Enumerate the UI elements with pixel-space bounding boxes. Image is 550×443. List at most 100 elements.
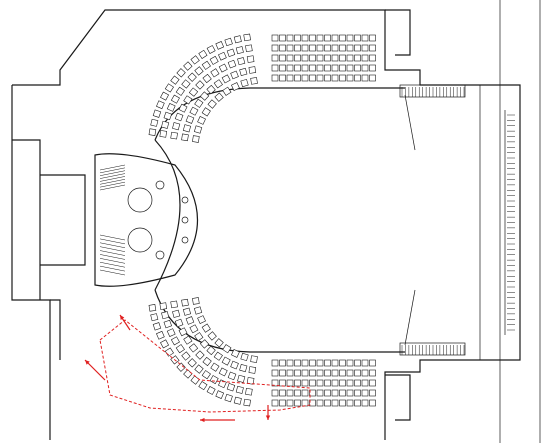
seat	[301, 399, 309, 407]
seat	[316, 389, 324, 397]
seat	[233, 35, 242, 44]
seat	[286, 369, 294, 377]
seat	[361, 369, 369, 377]
seat	[188, 343, 199, 353]
seat	[245, 387, 253, 396]
seat	[172, 122, 181, 131]
stairs	[99, 87, 515, 355]
seat	[214, 92, 224, 102]
seat	[324, 359, 331, 367]
seat	[354, 34, 361, 42]
seat	[193, 125, 203, 134]
seat	[188, 87, 199, 97]
seat	[316, 34, 324, 42]
seat	[250, 355, 258, 363]
seat	[197, 315, 206, 324]
seat	[271, 399, 279, 407]
seat	[286, 359, 294, 367]
seat	[239, 67, 248, 77]
seat	[182, 307, 192, 316]
seat	[170, 131, 178, 140]
seat	[324, 44, 331, 52]
seat	[271, 64, 279, 72]
seat	[369, 74, 376, 82]
seat	[369, 54, 376, 62]
seat	[226, 48, 236, 57]
seat	[248, 366, 257, 374]
seat	[182, 124, 192, 133]
seat	[176, 362, 186, 372]
seat	[339, 54, 346, 62]
seat	[271, 74, 279, 82]
seat	[239, 363, 248, 373]
seat	[237, 374, 246, 383]
seat	[354, 399, 361, 407]
evacuation-routes	[84, 314, 311, 423]
seat	[271, 369, 279, 377]
seat	[324, 54, 331, 62]
seat	[246, 377, 255, 385]
seat	[235, 46, 244, 55]
seat	[354, 389, 361, 397]
seat	[224, 393, 233, 403]
seat	[346, 399, 354, 407]
seat	[294, 64, 301, 72]
seat	[286, 44, 294, 52]
seat	[246, 55, 255, 63]
seat	[215, 41, 225, 50]
seat	[324, 379, 331, 387]
seat	[243, 33, 251, 42]
seat	[170, 75, 180, 85]
seat	[235, 385, 244, 394]
stair-step	[99, 254, 126, 260]
seat	[331, 44, 339, 52]
seat	[324, 64, 331, 72]
seat	[193, 306, 203, 315]
seat	[152, 109, 162, 118]
stair-step	[99, 164, 126, 171]
seat	[324, 399, 331, 407]
seat	[286, 389, 294, 397]
seat	[271, 389, 279, 397]
stair-step	[99, 173, 126, 179]
seat	[202, 73, 212, 84]
seat	[301, 389, 309, 397]
seat	[201, 107, 211, 117]
stair-step	[99, 238, 126, 245]
seat	[190, 375, 200, 385]
seat	[309, 54, 316, 62]
seat	[324, 74, 331, 82]
seat	[207, 331, 217, 341]
seat	[279, 54, 286, 62]
seat	[339, 34, 346, 42]
seat	[230, 360, 239, 370]
seat	[301, 64, 309, 72]
seat	[346, 379, 354, 387]
seat	[195, 80, 205, 90]
seat	[286, 54, 294, 62]
seat	[183, 369, 193, 379]
seat	[271, 359, 279, 367]
seat	[185, 316, 195, 325]
stair-step	[99, 170, 126, 176]
stair-step	[99, 265, 126, 272]
seat	[231, 349, 240, 358]
seat	[361, 399, 369, 407]
seat	[361, 64, 369, 72]
seat	[148, 128, 157, 136]
seat	[170, 94, 180, 104]
seat	[226, 383, 236, 392]
seat	[339, 369, 346, 377]
stair-step	[99, 167, 126, 174]
seat	[240, 78, 249, 88]
seat	[301, 359, 309, 367]
seat	[245, 44, 253, 53]
seat	[166, 103, 176, 112]
seat	[324, 369, 331, 377]
seat	[279, 399, 286, 407]
seat	[309, 369, 316, 377]
seat	[339, 379, 346, 387]
seat	[369, 389, 376, 397]
seat	[324, 389, 331, 397]
seat	[181, 298, 189, 307]
